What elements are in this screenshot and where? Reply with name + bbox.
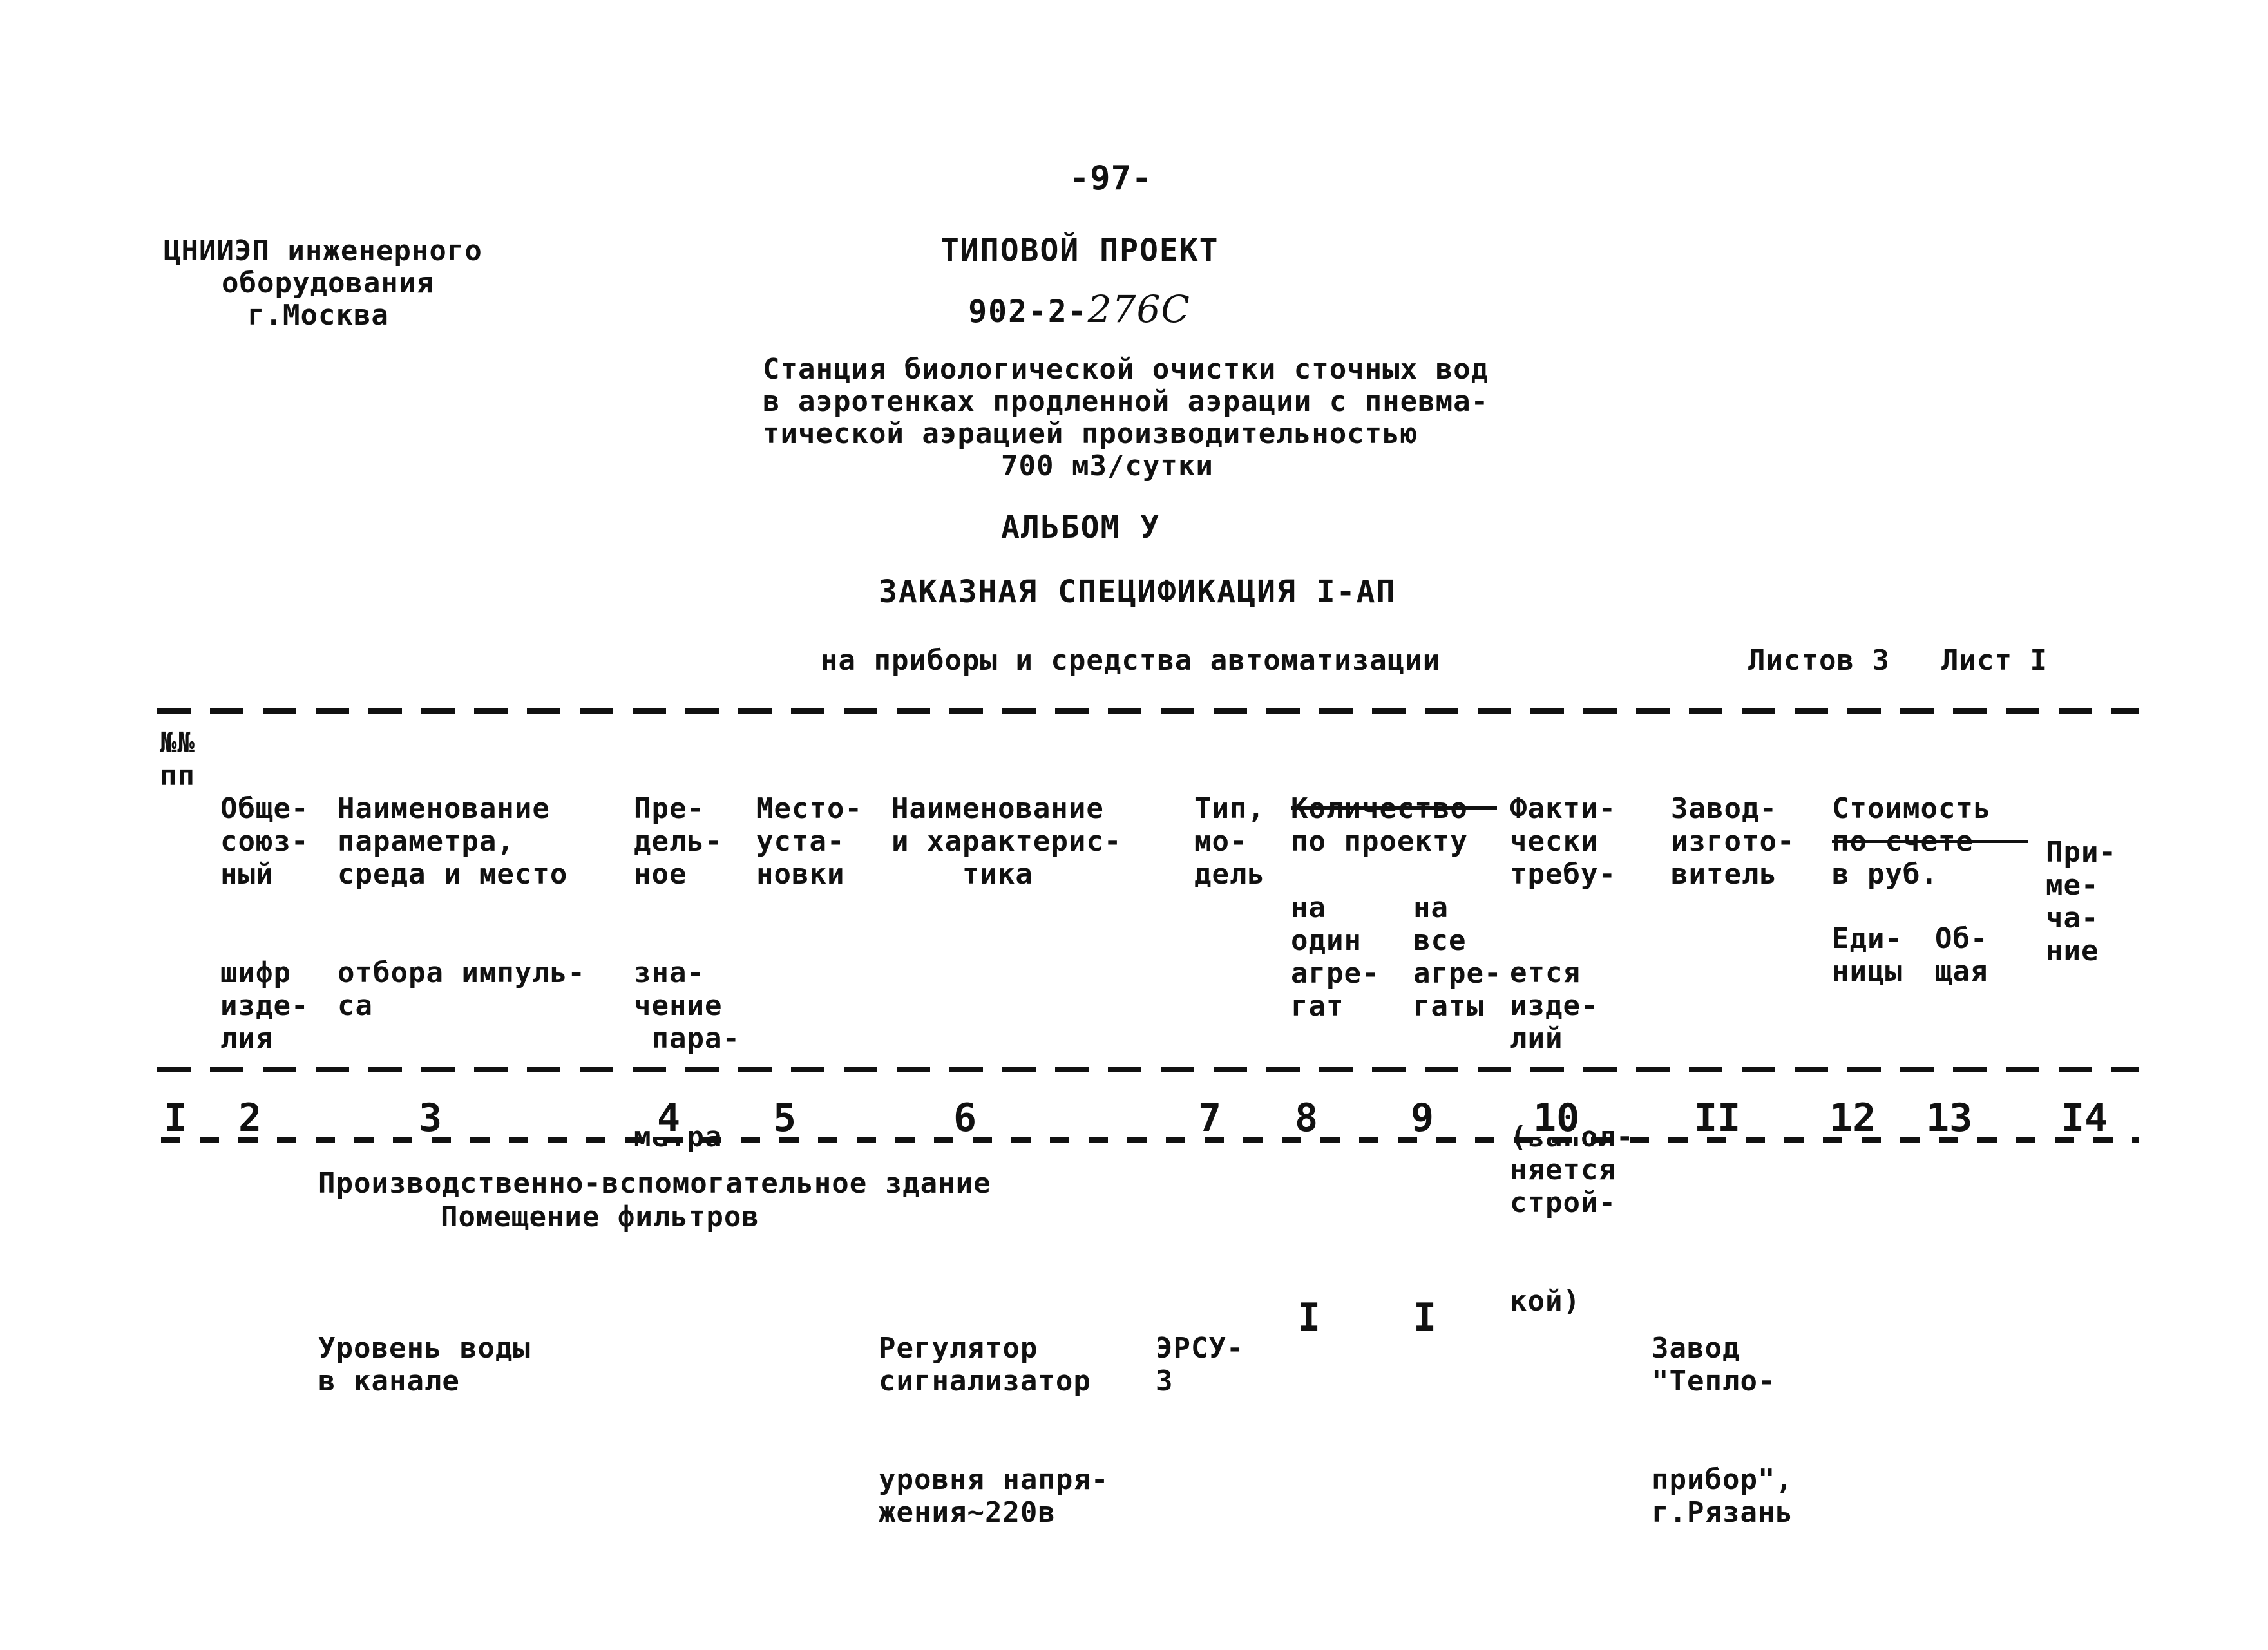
sheet-current: Лист I bbox=[1941, 644, 2048, 677]
project-code-printed: 902-2- bbox=[968, 294, 1088, 330]
organization-line-3: г.Москва bbox=[247, 299, 389, 332]
sheets-total: Листов 3 bbox=[1748, 644, 1890, 677]
specification-title: ЗАКАЗНАЯ СПЕЦИФИКАЦИЯ I-АП bbox=[879, 574, 1396, 610]
col-number-3: 3 bbox=[415, 1099, 446, 1137]
col-number-14: I4 bbox=[2057, 1099, 2112, 1137]
project-description-line-1: Станция биологической очистки сточных во… bbox=[763, 353, 1489, 386]
project-description-line-4: 700 м3/сутки bbox=[1001, 450, 1214, 482]
project-description-line-3: тической аэрацией производительностью bbox=[763, 417, 1418, 450]
col-header-12: Еди-ницы bbox=[1832, 922, 1903, 988]
row-1-type: ЭРСУ-3 bbox=[1156, 1332, 1244, 1398]
section-heading-line-1: Производственно-вспомогательное здание bbox=[318, 1167, 991, 1200]
col-number-13: 13 bbox=[1922, 1099, 1977, 1137]
project-code-handwritten: 276С bbox=[1087, 287, 1190, 331]
row-1-qty-all: I bbox=[1413, 1295, 1437, 1340]
project-description-line-2: в аэротенках продленной аэрации с пневма… bbox=[763, 385, 1489, 418]
project-code: 902-2-276С bbox=[956, 281, 1190, 328]
col-number-10: 10 bbox=[1529, 1099, 1584, 1137]
section-heading-line-2: Помещение фильтров bbox=[441, 1200, 759, 1233]
table-top-rule bbox=[157, 708, 2139, 714]
col-number-12: 12 bbox=[1825, 1099, 1880, 1137]
col-header-13: Об-щая bbox=[1935, 922, 1988, 988]
page-number: -97- bbox=[1069, 159, 1153, 198]
row-1-manufacturer: Завод"Тепло- прибор",г.Рязань bbox=[1652, 1332, 1793, 1529]
project-title: ТИПОВОЙ ПРОЕКТ bbox=[940, 232, 1219, 269]
col-number-9: 9 bbox=[1407, 1099, 1438, 1137]
row-1-qty-one: I bbox=[1297, 1295, 1321, 1340]
col-header-7: Тип,мо-дель bbox=[1194, 792, 1265, 891]
col-header-4: Пре-дель-ное зна-чение пара- метра bbox=[634, 792, 740, 1153]
col-number-5: 5 bbox=[769, 1099, 801, 1137]
organization-line-1: ЦНИИЭП инженерного bbox=[164, 234, 482, 267]
album-title: АЛЬБОМ У bbox=[1001, 509, 1161, 545]
col-number-1: I bbox=[160, 1099, 191, 1137]
col-number-4: 4 bbox=[653, 1099, 685, 1137]
col-number-2: 2 bbox=[234, 1099, 266, 1137]
col-number-7: 7 bbox=[1194, 1099, 1226, 1137]
col-group-8-9-rule bbox=[1291, 806, 1497, 810]
specification-subtitle: на приборы и средства автоматизации bbox=[821, 644, 1441, 677]
col-number-6: 6 bbox=[949, 1099, 981, 1137]
column-number-dashes bbox=[161, 1137, 2139, 1143]
col-number-8: 8 bbox=[1291, 1099, 1322, 1137]
col-header-5: Место-уста-новки bbox=[756, 792, 862, 891]
col-number-11: II bbox=[1690, 1099, 1745, 1137]
organization-line-2: оборудования bbox=[222, 267, 434, 299]
table-header-bottom-rule bbox=[157, 1067, 2139, 1072]
col-header-11: Завод-изгото-витель bbox=[1671, 792, 1795, 891]
col-header-14: При-ме-ча-ние bbox=[2046, 836, 2117, 967]
col-group-12-13-rule bbox=[1832, 840, 2028, 843]
